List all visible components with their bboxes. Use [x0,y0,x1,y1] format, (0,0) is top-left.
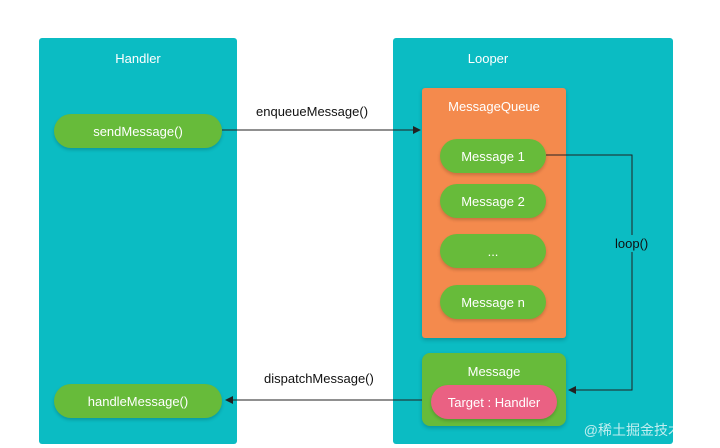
queue-message-item[interactable]: Message 1 [440,139,546,173]
looper-panel-title: Looper [467,51,509,66]
enqueue-label: enqueueMessage() [256,104,369,119]
queue-message-item[interactable]: Message n [440,285,546,319]
message-queue-title: MessageQueue [448,99,540,114]
send-message-button[interactable]: sendMessage() [54,114,222,148]
loop-arrow [546,154,633,394]
dispatched-message-title: Message [467,364,521,379]
queue-message-item[interactable]: Message 2 [440,184,546,218]
loop-label: loop() [613,235,651,252]
handle-message-button[interactable]: handleMessage() [54,384,222,418]
target-handler-pill[interactable]: Target : Handler [431,385,557,419]
handler-panel: Handler [39,38,237,444]
handler-panel-title: Handler [115,51,161,66]
queue-message-item[interactable]: ... [440,234,546,268]
watermark-text: @稀土掘金技术社区 [583,422,710,438]
dispatch-label: dispatchMessage() [264,371,374,386]
